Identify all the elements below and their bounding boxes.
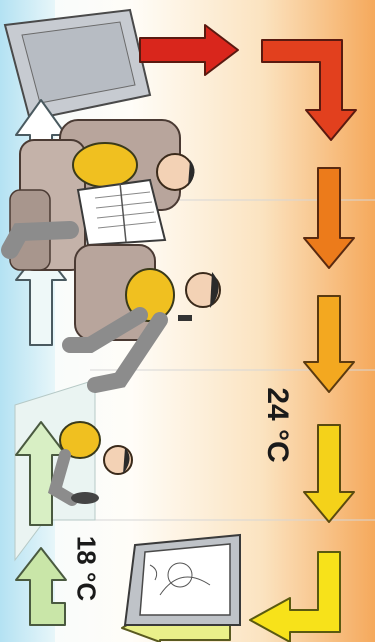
television-icon [125, 535, 240, 625]
cool-temperature-label: 18 °C [71, 529, 102, 609]
warm-temperature-label: 24 °C [260, 380, 294, 470]
